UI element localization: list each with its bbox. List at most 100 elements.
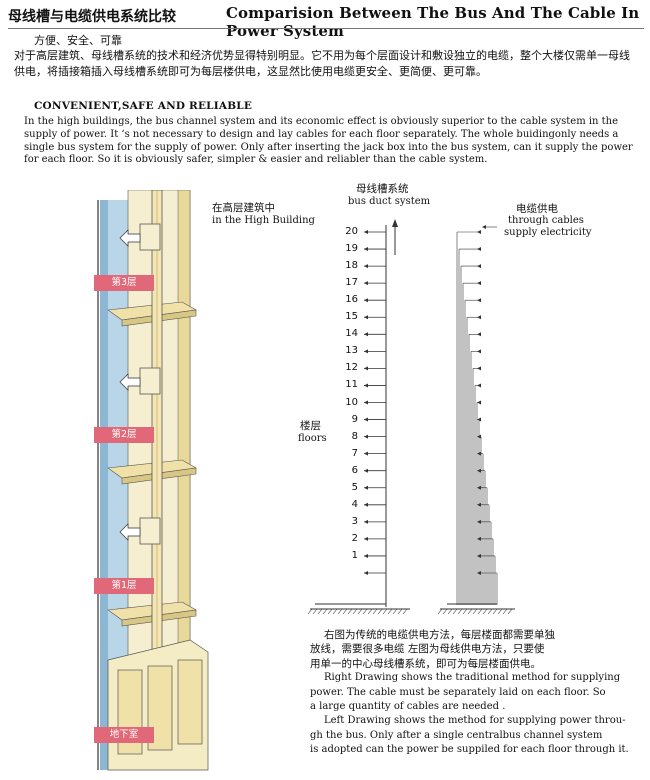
floor-number: 13	[345, 345, 358, 357]
bus-floor-arrow-head	[364, 315, 368, 320]
ground-hatch	[322, 608, 328, 615]
ground-hatch	[372, 608, 378, 615]
bus-floor-arrow-head	[364, 536, 368, 541]
bus-floor-arrow-head	[364, 298, 368, 303]
cable-floor-arrow-head	[477, 383, 481, 388]
floor-number: 6	[351, 464, 358, 476]
cable-floor-arrow-head	[477, 264, 481, 269]
intro-cn-subtitle: 方便、安全、可靠	[34, 34, 122, 47]
intro-en-heading: CONVENIENT,SAFE AND RELIABLE	[34, 100, 253, 112]
cable-floor-arrow-head	[477, 519, 481, 524]
page-header: 母线槽与电缆供电系统比较 Comparision Between The Bus…	[8, 4, 644, 40]
cable-label-en-1: through cables	[508, 215, 584, 226]
bus-floor-arrow-head	[364, 366, 368, 371]
floor-number: 20	[345, 226, 358, 237]
ground-hatch	[492, 608, 498, 615]
bus-floor-arrow-head	[364, 434, 368, 439]
floor-number: 8	[351, 430, 358, 442]
supply-arrows	[119, 229, 141, 541]
caption-cn-line-3: 用单一的中心母线槽系统，即可为每层楼面供电。	[310, 657, 541, 670]
bus-floor-arrow-head	[364, 281, 368, 286]
ground-hatch	[507, 608, 513, 615]
ground-hatch	[452, 608, 458, 615]
ground-hatch	[337, 608, 343, 615]
floors-label-en: floors	[298, 433, 327, 444]
intro-cn-paragraph: 对于高层建筑、母线槽系统的技术和经济优势显得特别明显。它不用为每个层面设计和敷设…	[14, 49, 630, 78]
ground-hatch	[382, 608, 388, 615]
floor-number: 14	[345, 328, 358, 340]
caption-en-line-6: is adopted can the power be suppiled for…	[310, 744, 629, 756]
ground-hatch	[487, 608, 493, 615]
bus-floor-arrow-head	[364, 553, 368, 558]
ground-hatch	[332, 608, 338, 615]
floor-number: 2	[351, 532, 358, 544]
cable-floor-arrow-head	[477, 417, 481, 422]
bus-floor-arrow-head	[364, 383, 368, 388]
floor-number: 4	[351, 498, 358, 510]
bus-floor-arrow-head	[364, 451, 368, 456]
cable-floor-arrow-head	[477, 485, 481, 490]
caption-cn-line-1: 右图为传统的电缆供电方法，每层楼面都需要单独	[324, 629, 555, 641]
caption-en-line-5: gh the bus. Only after a single centralb…	[310, 729, 603, 741]
cable-floor-arrow-head	[477, 571, 481, 575]
caption-cn-line-2: 放线，需要很多电缆 左图为母线供电方法，只要使	[310, 643, 545, 656]
ground-hatch	[462, 608, 468, 615]
ground-hatch	[497, 608, 503, 615]
floor-number: 5	[351, 481, 358, 493]
floor-number: 10	[345, 396, 358, 408]
ground-hatch	[342, 608, 348, 615]
building-label-en: in the High Building	[212, 215, 315, 226]
cable-floor-arrow-head	[477, 451, 481, 456]
comparison-diagram	[307, 219, 515, 615]
header-divider	[8, 28, 644, 29]
cable-floor-arrow-head	[477, 468, 481, 473]
ground-hatch	[482, 608, 488, 615]
bus-floor-arrow-head	[364, 332, 368, 337]
bus-label-en: bus duct system	[348, 196, 431, 207]
caption-en-line-4: Left Drawing shows the method for supply…	[324, 715, 626, 727]
ground-hatch	[442, 608, 448, 615]
ground-hatch	[457, 608, 463, 615]
floors-label-cn: 楼层	[300, 420, 321, 432]
ground-hatch	[327, 608, 333, 615]
bus-floor-arrow-head	[364, 571, 368, 575]
ground-hatch	[387, 608, 393, 615]
caption-en-line-3: a large quantity of cables are needed .	[310, 701, 506, 713]
bus-floor-arrow-head	[364, 502, 368, 507]
cable-label-en-2: supply electricity	[504, 227, 592, 238]
ground-hatch	[502, 608, 508, 615]
ground-hatch	[362, 608, 368, 615]
floor-number: 12	[345, 362, 358, 374]
floor-number: 15	[345, 311, 358, 323]
floor-number: 11	[345, 379, 358, 391]
floor-number: 16	[345, 294, 358, 306]
ground-hatch	[352, 608, 358, 615]
bus-floor-arrow-head	[364, 230, 368, 234]
floor-badge-basement: 地下室	[94, 727, 154, 743]
cable-floor-arrow-head	[477, 553, 481, 558]
bus-floor-arrow-head	[364, 349, 368, 354]
floor-number: 17	[345, 277, 358, 289]
ground-hatch	[367, 608, 373, 615]
ground-hatch	[357, 608, 363, 615]
ground-hatch	[317, 608, 323, 615]
ground-hatch	[402, 608, 408, 615]
ground-hatch	[392, 608, 398, 615]
cable-floor-arrow-head	[477, 230, 481, 234]
ground-hatch	[467, 608, 473, 615]
cable-floor-arrow-head	[477, 315, 481, 320]
floor-number: 18	[345, 260, 358, 272]
floor-badge-3: 第3层	[94, 275, 154, 291]
cable-floor-arrow-head	[477, 298, 481, 303]
bus-floor-arrow-head	[364, 417, 368, 422]
bus-floor-arrow-head	[364, 519, 368, 524]
diagram-caption: 右图为传统的电缆供电方法，每层楼面都需要单独 放线，需要很多电缆 左图为母线供电…	[310, 628, 640, 758]
caption-en-line-2: power. The cable must be separately laid…	[310, 686, 606, 698]
ground-hatch	[397, 608, 403, 615]
bus-floor-arrow-head	[364, 264, 368, 269]
ground-hatch	[347, 608, 353, 615]
ground-hatch	[312, 608, 318, 615]
ground-hatch	[447, 608, 453, 615]
plug-in-boxes	[139, 223, 161, 545]
cable-floor-arrow-head	[477, 400, 481, 405]
